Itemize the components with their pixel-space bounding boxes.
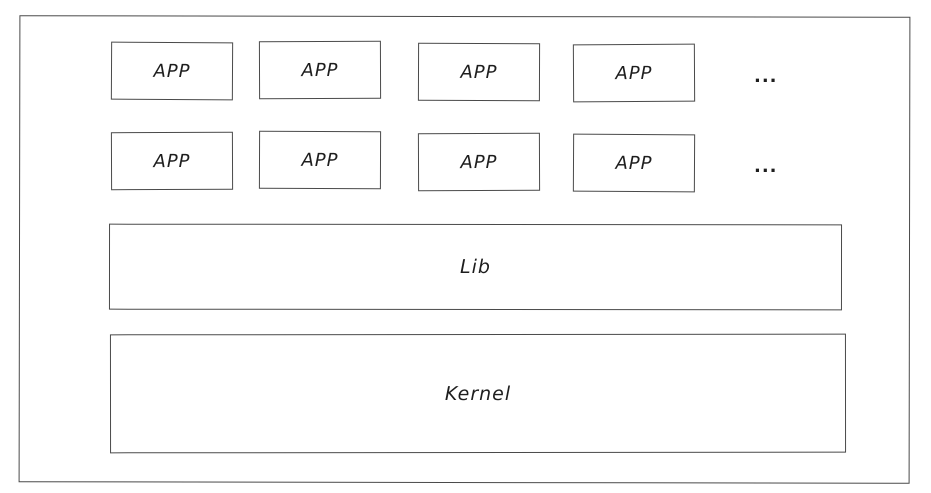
- app-box: APP: [572, 133, 696, 193]
- app-label: APP: [153, 60, 191, 82]
- app-box: APP: [417, 132, 541, 192]
- lib-layer: Lib: [108, 223, 843, 311]
- app-label: APP: [460, 151, 498, 173]
- app-label: APP: [301, 149, 339, 171]
- app-label: APP: [615, 62, 653, 84]
- more-apps-ellipsis: ...: [754, 66, 778, 87]
- app-label: APP: [301, 59, 339, 81]
- app-label: APP: [615, 152, 653, 174]
- app-box: APP: [258, 130, 382, 190]
- app-box: APP: [572, 43, 696, 103]
- app-label: APP: [153, 150, 191, 172]
- kernel-layer: Kernel: [109, 333, 847, 454]
- app-box: APP: [258, 40, 382, 100]
- app-box: APP: [110, 41, 234, 101]
- app-box: APP: [110, 131, 234, 191]
- more-apps-ellipsis: ...: [754, 156, 778, 177]
- app-box: APP: [417, 42, 541, 102]
- kernel-label: Kernel: [444, 382, 512, 405]
- app-label: APP: [460, 61, 498, 83]
- lib-label: Lib: [460, 255, 491, 279]
